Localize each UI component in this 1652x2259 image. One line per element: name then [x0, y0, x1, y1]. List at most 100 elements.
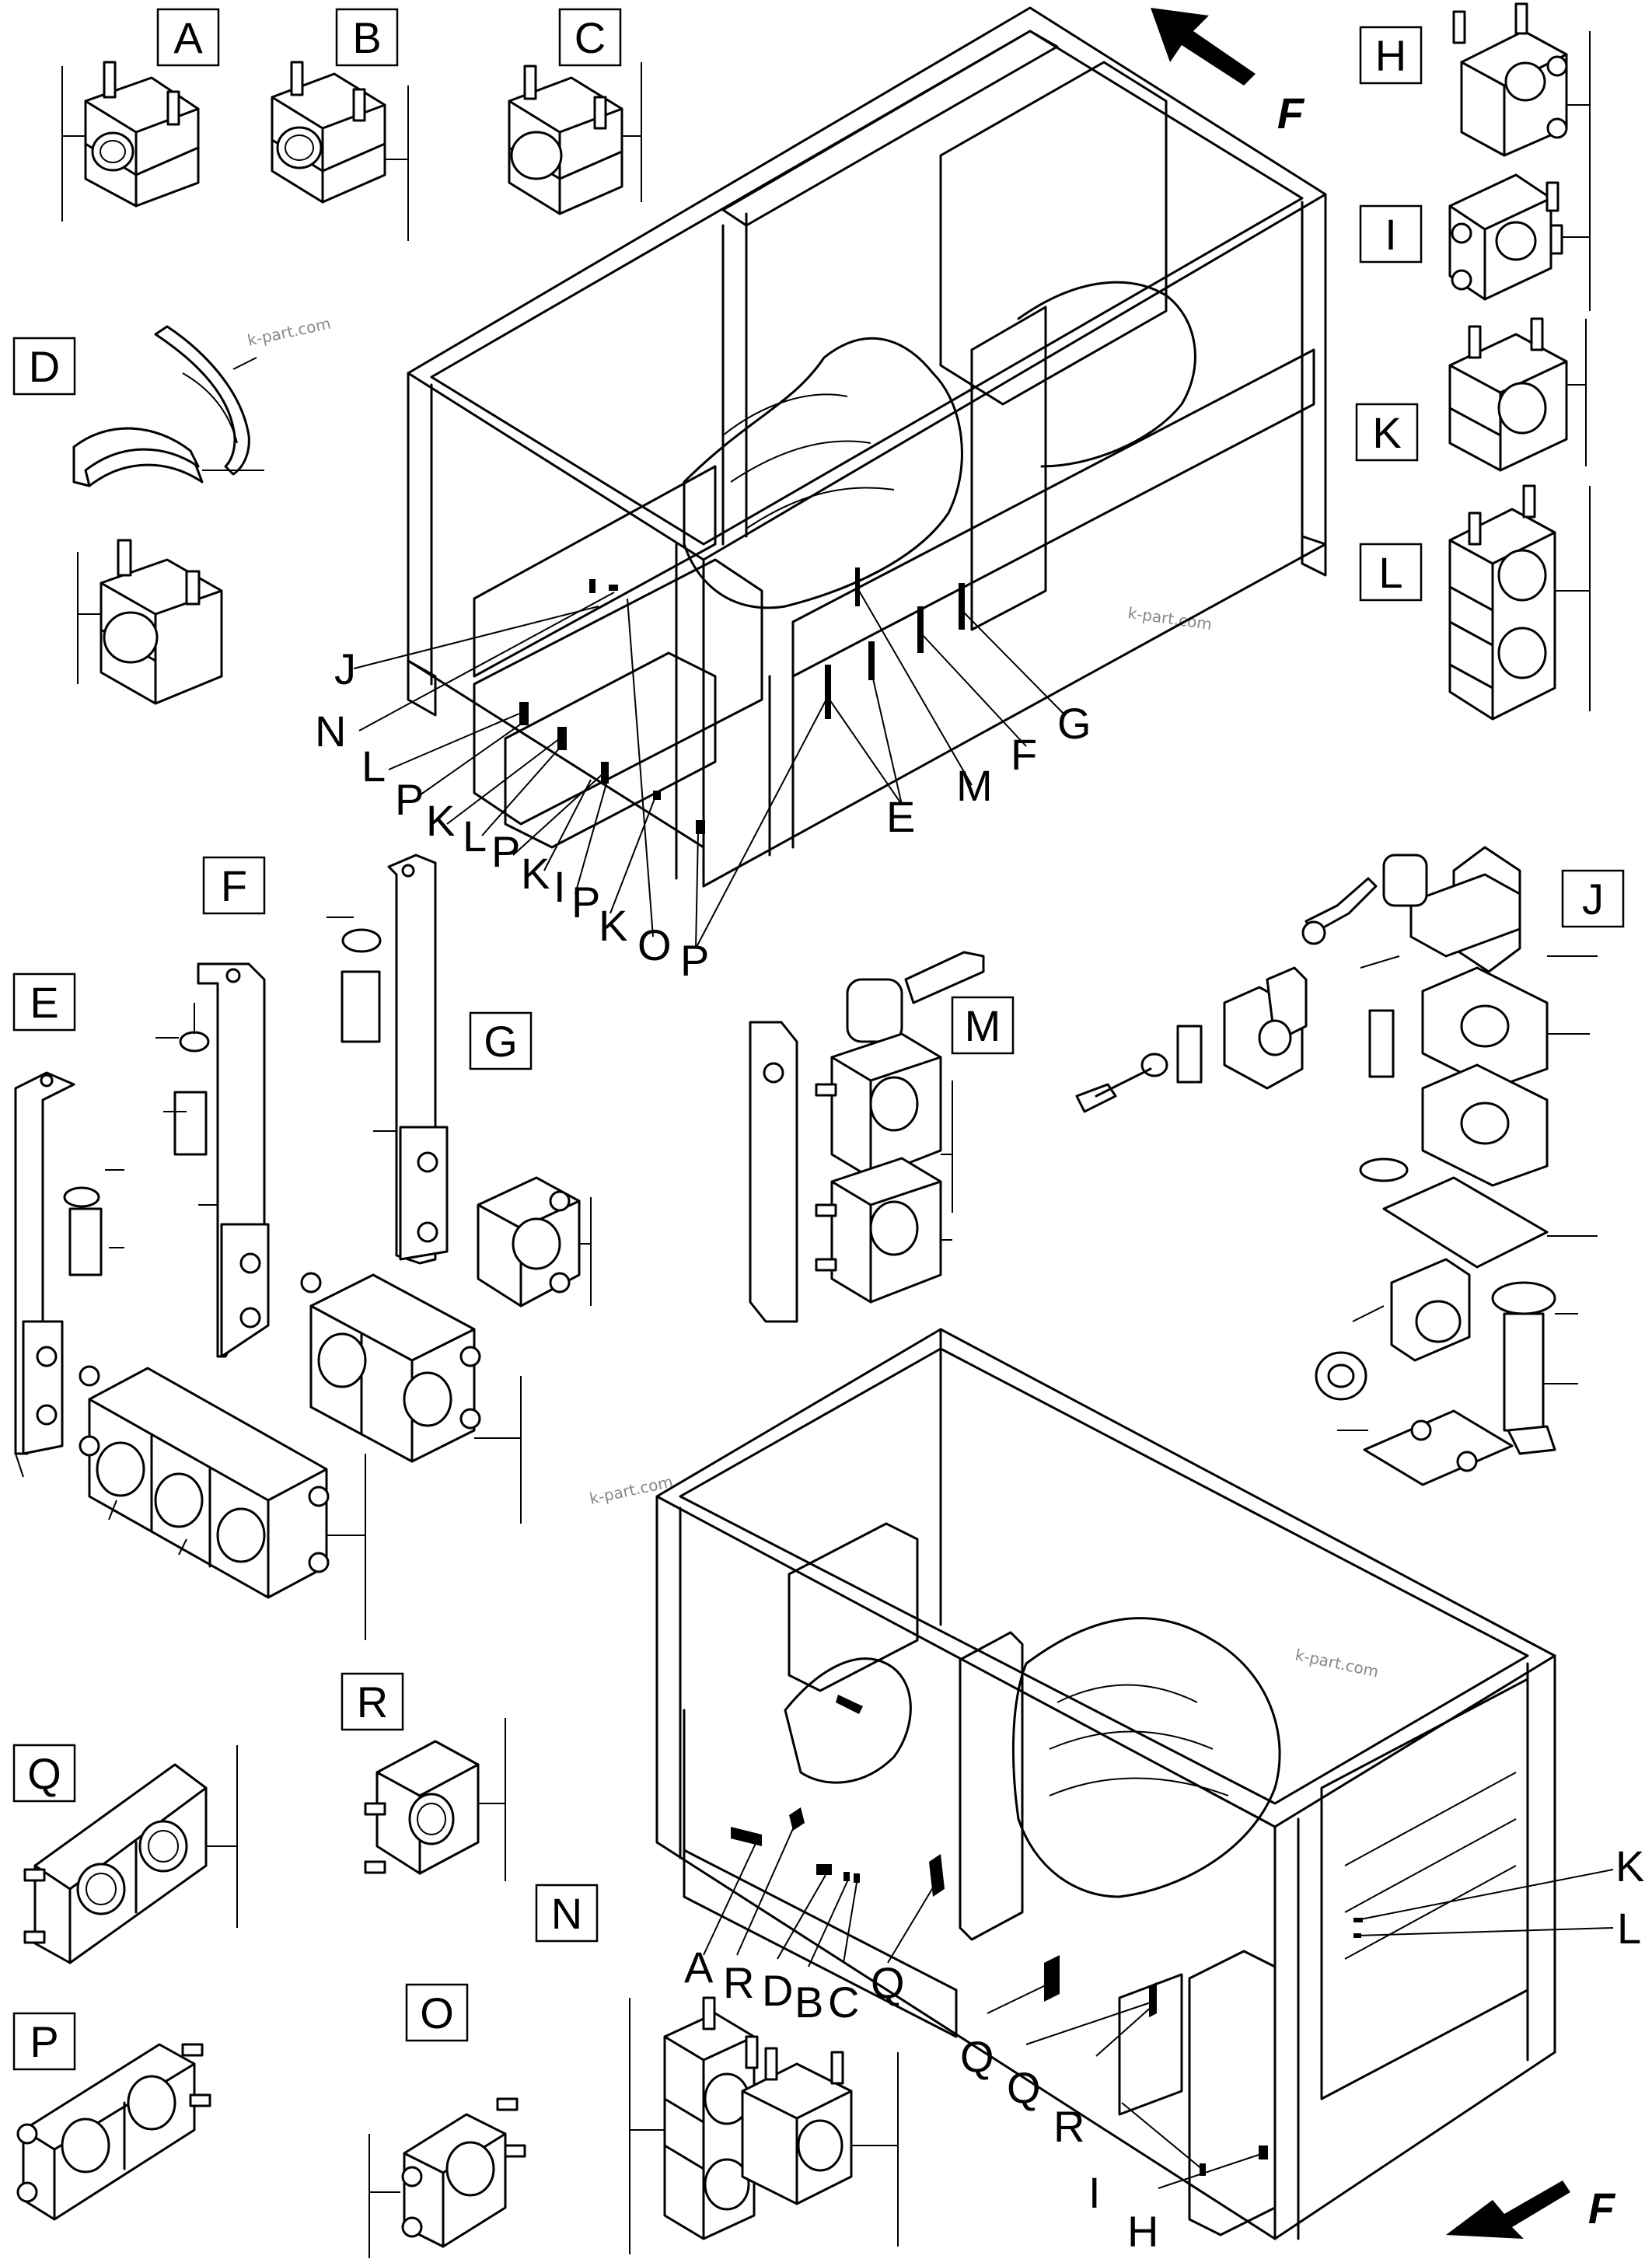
bracket-detail-F: [155, 962, 270, 1358]
callout-E: E: [886, 792, 915, 841]
detail-label-N: N: [535, 1884, 599, 1943]
detail-label-A: A: [156, 8, 220, 67]
detail-label-B: B: [335, 8, 399, 67]
callout-F: F: [1011, 730, 1037, 779]
bracket-detail-G: [327, 854, 592, 1308]
watermark: k-part.com: [1294, 1645, 1381, 1681]
callout-D: D: [762, 1966, 793, 2015]
clamp-detail-R: [364, 1718, 506, 1881]
svg-text:R: R: [357, 1678, 388, 1727]
upper-enclosure-drawing: [407, 6, 1327, 888]
svg-text:O: O: [420, 1988, 454, 2037]
lower-callout-leaders: [703, 1824, 1614, 2189]
svg-text:M: M: [965, 1001, 1001, 1050]
callout-B: B: [795, 1978, 823, 2027]
front-direction-arrow-top: F: [1151, 8, 1305, 138]
upper-callout-leaders: [353, 590, 1066, 949]
callout-Q: Q: [960, 2032, 994, 2081]
svg-text:H: H: [1375, 31, 1406, 80]
callout-Q: Q: [871, 1958, 905, 2007]
callout-H: H: [1127, 2207, 1158, 2256]
detail-label-R: R: [341, 1672, 404, 1731]
svg-text:G: G: [484, 1017, 518, 1066]
lower-callouts: A R D B C Q Q Q R I H K L: [684, 1842, 1644, 2256]
double-clamp-F: [300, 1272, 522, 1524]
clamp-detail-C: [508, 62, 642, 215]
callout-Q: Q: [1007, 2063, 1041, 2112]
callout-M: M: [956, 761, 993, 810]
detail-label-H: H: [1359, 26, 1423, 85]
detail-label-C: C: [558, 8, 622, 67]
svg-text:C: C: [575, 13, 606, 62]
callout-L: L: [463, 812, 487, 861]
clamp-detail-I: [1448, 173, 1591, 311]
detail-label-G: G: [469, 1011, 533, 1070]
detail-label-M: M: [951, 996, 1015, 1055]
callout-R: R: [1053, 2102, 1084, 2151]
svg-text:D: D: [29, 342, 60, 391]
svg-text:I: I: [1385, 210, 1397, 259]
callout-P: P: [571, 878, 600, 927]
callout-N: N: [315, 707, 346, 756]
clamp-detail-B: [271, 61, 409, 241]
clamp-detail-H: [1452, 2, 1591, 179]
hose-band-detail-D: [72, 325, 264, 705]
svg-text:F: F: [221, 861, 247, 910]
callout-L: L: [361, 742, 386, 791]
clamp-detail-A: [61, 61, 200, 222]
callout-K: K: [521, 849, 550, 898]
clamp-detail-L: [1448, 484, 1591, 721]
svg-text:P: P: [30, 2017, 58, 2066]
detail-label-P: P: [12, 2012, 76, 2071]
svg-text:E: E: [30, 978, 58, 1027]
detail-label-K: K: [1355, 403, 1419, 462]
detail-label-J: J: [1561, 869, 1625, 928]
mark-J: [589, 579, 595, 593]
callout-C: C: [828, 1978, 859, 2027]
detail-label-D: D: [12, 337, 76, 396]
callout-K: K: [426, 796, 455, 845]
detail-label-I: I: [1359, 204, 1423, 264]
callout-O: O: [637, 920, 672, 969]
clamp-detail-O: [368, 2097, 526, 2258]
callout-K: K: [1615, 1842, 1644, 1891]
callout-P: P: [491, 827, 520, 876]
detail-label-Q: Q: [12, 1744, 76, 1803]
detail-M: [749, 951, 985, 1323]
clamp-detail-K: [1448, 317, 1587, 472]
svg-text:J: J: [1582, 875, 1604, 924]
svg-text:L: L: [1378, 548, 1402, 597]
svg-text:B: B: [352, 13, 381, 62]
svg-text:Q: Q: [27, 1749, 61, 1798]
callout-A: A: [684, 1943, 714, 1992]
svg-text:F: F: [1277, 89, 1305, 138]
upper-callouts: J N L P K L P K I P K O P E M F G: [315, 644, 1091, 985]
svg-text:F: F: [1588, 2184, 1616, 2233]
callout-G: G: [1057, 699, 1091, 748]
callout-K: K: [599, 901, 627, 950]
detail-label-L: L: [1359, 543, 1423, 602]
callout-R: R: [723, 1958, 754, 2007]
detail-label-O: O: [405, 1983, 469, 2042]
clamp-detail-P: [16, 2043, 211, 2221]
bracket-detail-E: [14, 1071, 124, 1478]
callout-P: P: [680, 936, 709, 985]
callout-J: J: [334, 644, 356, 693]
clamp-detail-Q: [23, 1745, 238, 1964]
lower-enclosure-drawing: [655, 1328, 1556, 2240]
triple-clamp-E: [79, 1365, 366, 1640]
callout-I: I: [1088, 2168, 1101, 2217]
detail-label-E: E: [12, 972, 76, 1032]
callout-P: P: [395, 775, 424, 824]
detail-J: [1075, 846, 1598, 1486]
callout-L: L: [1617, 1904, 1641, 1953]
detail-label-F: F: [202, 856, 266, 915]
front-direction-arrow-bottom: F: [1446, 2180, 1616, 2239]
svg-text:A: A: [173, 13, 203, 62]
svg-text:N: N: [551, 1889, 582, 1938]
watermark: k-part.com: [588, 1472, 675, 1508]
callout-I: I: [554, 862, 566, 911]
svg-text:K: K: [1372, 408, 1401, 457]
watermark: k-part.com: [246, 314, 333, 350]
